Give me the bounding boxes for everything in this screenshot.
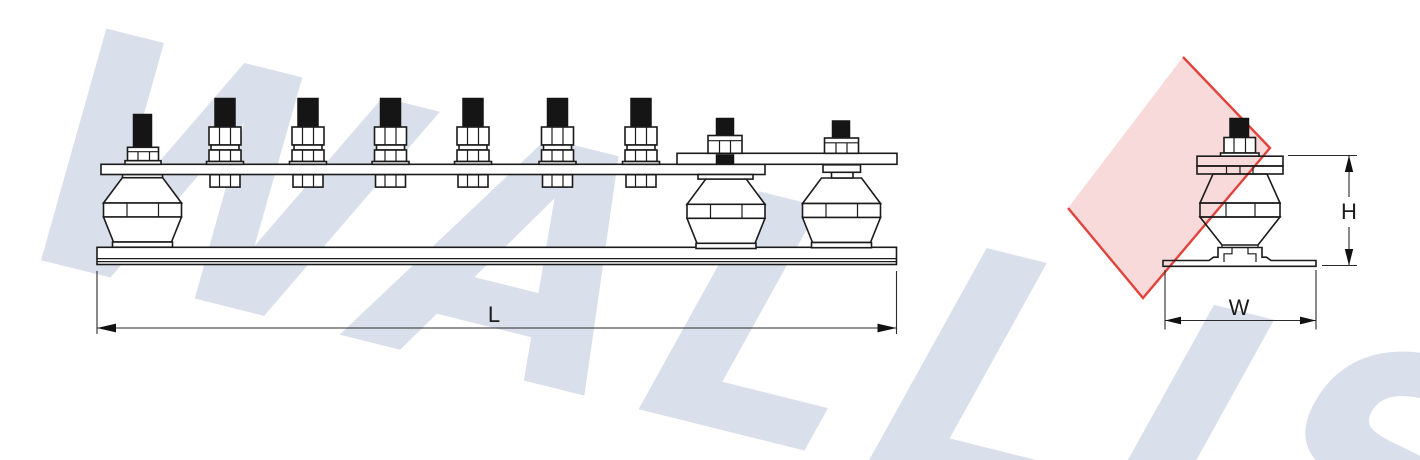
disconnect-link-plate: [676, 152, 898, 166]
link-stud-bolt: [822, 120, 862, 179]
insulator: [686, 178, 766, 250]
dimension-length: L: [96, 271, 898, 334]
end-view-earth-bar: [1162, 117, 1317, 268]
width-dimension-label: W: [1229, 295, 1250, 320]
length-dimension-label: L: [488, 302, 500, 327]
brand-lightning-bolt-logo: [1067, 56, 1272, 300]
lightning-bolt-shape: [1068, 57, 1270, 298]
bar-end-section: [1196, 155, 1284, 175]
main-earth-bar: [100, 163, 766, 176]
insulator: [102, 176, 183, 248]
height-dimension-label: H: [1341, 199, 1357, 224]
insulator: [1198, 173, 1282, 248]
front-view-earth-bar: [96, 97, 898, 266]
insulator: [801, 177, 882, 249]
stud-bolt: [1219, 117, 1260, 158]
dimension-height: H: [1288, 154, 1357, 267]
lightning-bolt-accent-edge: [1067, 56, 1272, 300]
dimension-width: W: [1164, 270, 1317, 330]
base-channel: [96, 246, 898, 266]
stud-bolt: [124, 113, 162, 166]
link-stud-bolt: [707, 117, 743, 165]
base-channel-section: [1162, 246, 1317, 268]
link-washer: [697, 173, 754, 180]
